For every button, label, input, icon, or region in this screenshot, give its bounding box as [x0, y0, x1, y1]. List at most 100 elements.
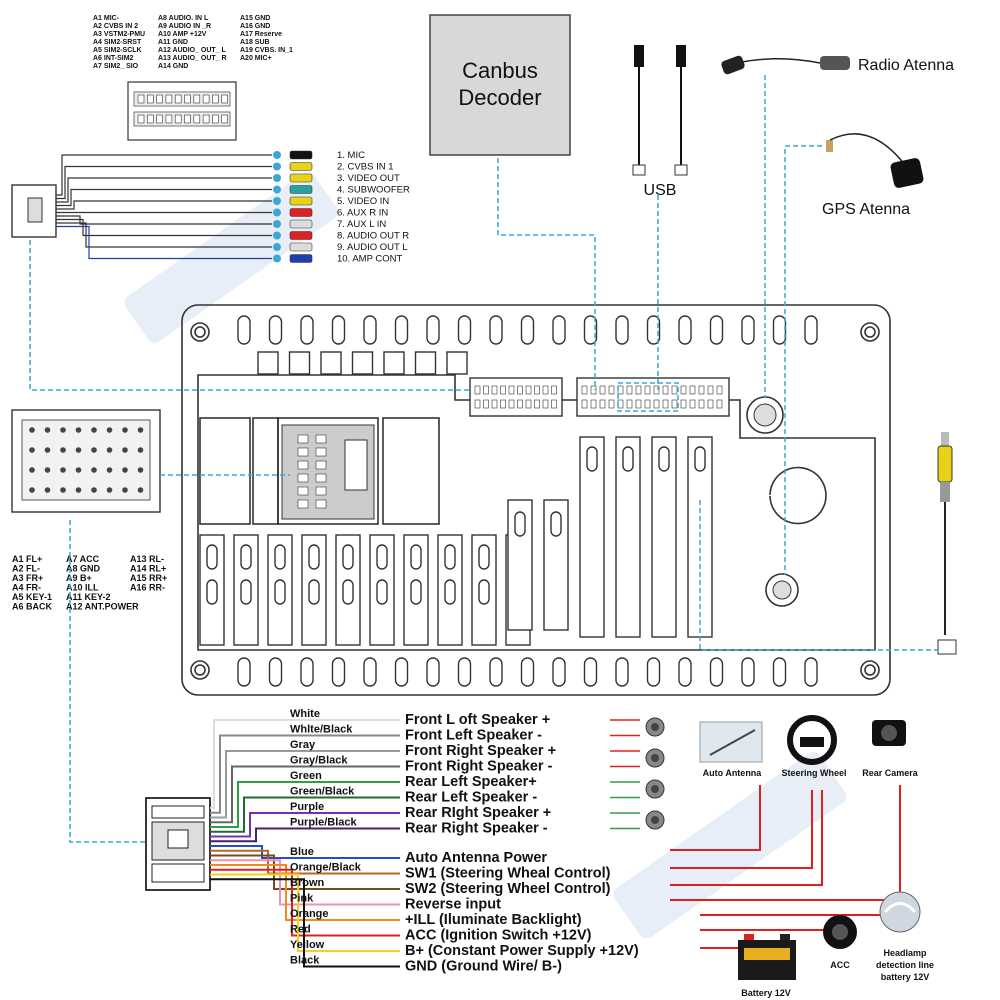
pin — [671, 385, 678, 395]
pin-a-label: A8 AUDIO. IN L — [158, 15, 209, 22]
pin — [137, 467, 144, 473]
rca-plug — [289, 219, 313, 229]
head-unit-back — [181, 304, 891, 696]
steering-wheel-device: Steering Wheel — [781, 715, 847, 778]
pin-a-label: A3 VSTM2-PMU — [93, 31, 145, 38]
vent-slot — [342, 579, 354, 605]
gps-antenna-label: GPS Atenna — [822, 201, 910, 218]
rca-plug — [289, 231, 313, 240]
pin — [491, 399, 498, 409]
pin — [202, 114, 210, 124]
pin — [297, 486, 309, 496]
vent-slot — [268, 657, 283, 687]
pin — [75, 427, 82, 433]
vent-slot — [308, 544, 320, 570]
pin — [542, 399, 549, 409]
vent-slot — [741, 657, 755, 687]
av-pin-marker — [273, 185, 281, 194]
av-pin-marker — [273, 174, 281, 182]
pin — [525, 399, 532, 409]
pin-b-label: A8 GND — [66, 564, 101, 574]
pin-b-label: A10 ILL — [66, 583, 99, 593]
vent-tab — [320, 351, 342, 375]
pin — [221, 114, 228, 124]
pin — [315, 499, 327, 509]
pin — [680, 399, 687, 409]
vent-slot — [489, 315, 503, 345]
pin-a-label: A1 MIC- — [93, 15, 120, 22]
vent-slot — [646, 315, 661, 345]
pin — [315, 460, 327, 470]
rca-plug — [289, 162, 313, 171]
pin-a-label: A14 GND — [158, 63, 188, 70]
pin — [221, 94, 228, 104]
dashed-connections — [29, 75, 940, 843]
av-item-label: 3. VIDEO OUT — [337, 173, 400, 184]
canbus-line1: Canbus — [462, 58, 538, 83]
vent-slot — [520, 657, 535, 687]
pin — [297, 499, 309, 509]
pin — [29, 447, 35, 453]
radio-antenna-label: Radio Atenna — [858, 57, 954, 74]
pin — [315, 473, 327, 483]
harness-color-label: Red — [290, 924, 311, 936]
pin — [297, 447, 309, 457]
pin — [184, 114, 191, 124]
pin — [644, 385, 651, 395]
pin — [590, 399, 597, 409]
pin-a-label: A19 CVBS. IN_1 — [240, 47, 293, 54]
vent-slot — [615, 315, 629, 345]
pin — [500, 385, 506, 395]
vent-slot — [308, 579, 320, 605]
vent-slot — [772, 315, 787, 345]
pin — [662, 399, 669, 409]
pin-a-label: A9 AUDIO IN _R — [158, 23, 211, 30]
vent-tab — [615, 436, 641, 638]
iso-connector — [11, 409, 161, 513]
av-wire — [56, 225, 272, 260]
vent-slot — [363, 657, 377, 687]
av-pin-marker — [273, 197, 281, 205]
harness-color-label: Yellow — [290, 939, 325, 951]
pin-a-label: A17 Reserve — [240, 31, 282, 38]
pin — [137, 94, 145, 104]
vent-slot — [394, 315, 409, 345]
pin-b-label: A3 FR+ — [12, 573, 43, 583]
pin — [174, 114, 182, 124]
pin-b-label: A6 BACK — [12, 602, 53, 612]
pin-b-label: A5 KEY-1 — [12, 592, 52, 602]
speaker-cone — [651, 816, 659, 824]
pin — [212, 114, 219, 124]
pin — [626, 385, 633, 395]
vent-slot — [550, 511, 562, 537]
acc-device: ACC — [823, 915, 857, 970]
steering-wheel-label: Steering Wheel — [781, 768, 846, 778]
vent-slot — [478, 544, 490, 570]
headlamp-label-1: Headlamp — [883, 948, 927, 958]
harness-color-label: Gray/Black — [290, 755, 348, 767]
pin-b-label: A11 KEY-2 — [66, 592, 111, 602]
headlamp-device: Headlamp detection line battery 12V — [876, 891, 934, 982]
pin — [500, 399, 506, 409]
pin — [106, 467, 113, 473]
vent-slot — [804, 657, 818, 687]
vent-slot — [709, 657, 724, 687]
pin-b-label: A16 RR- — [130, 583, 165, 593]
battery-label: Battery 12V — [741, 988, 791, 998]
harness-wire — [210, 864, 400, 921]
pin — [91, 447, 97, 453]
pin — [60, 427, 66, 433]
pin — [635, 399, 642, 409]
vent-slot — [646, 657, 661, 687]
pin — [474, 385, 481, 395]
pin — [60, 467, 66, 473]
harness-function-label: Front L oft Speaker + — [405, 712, 550, 728]
pin — [297, 473, 309, 483]
speaker-cone — [651, 754, 659, 762]
av-wire — [56, 177, 272, 203]
pin-a-label: A20 MIC+ — [240, 55, 272, 62]
pin — [608, 399, 615, 409]
rca-plug — [289, 242, 313, 252]
